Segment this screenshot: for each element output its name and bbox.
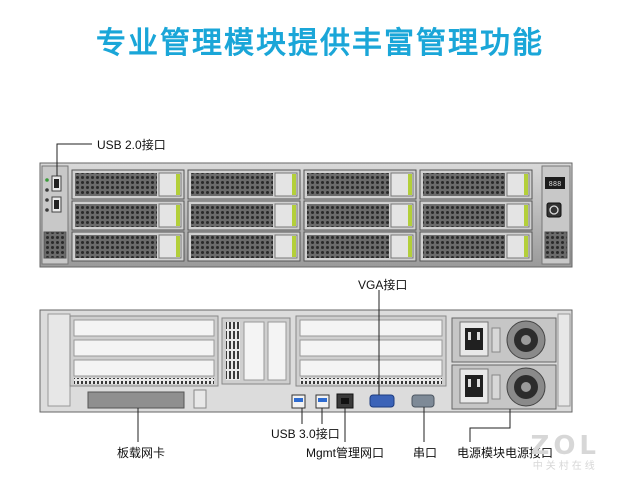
right-pcie-riser xyxy=(295,315,447,387)
drive-bay[interactable] xyxy=(187,231,301,262)
middle-pcie-riser xyxy=(221,317,291,385)
drive-bay[interactable] xyxy=(303,200,417,231)
mgmt-port-label: Mgmt管理网口 xyxy=(306,446,385,460)
watermark-logo: ZOL xyxy=(530,431,600,461)
zol-watermark: ZOL 中关村在线 xyxy=(530,431,600,472)
usb3-label: USB 3.0接口 xyxy=(271,427,340,441)
serial-port-label: 串口 xyxy=(413,446,438,460)
drive-bay[interactable] xyxy=(71,169,185,200)
drive-bay[interactable] xyxy=(419,200,533,231)
drive-bay[interactable] xyxy=(187,200,301,231)
watermark-sub: 中关村在线 xyxy=(532,461,598,472)
drive-bay[interactable] xyxy=(419,231,533,262)
callout-psu xyxy=(469,409,511,442)
vga-port xyxy=(369,394,395,408)
callout-lines xyxy=(56,143,511,442)
callout-usb2 xyxy=(56,143,92,176)
svg-text:888: 888 xyxy=(549,180,562,188)
serial-port xyxy=(411,394,435,408)
drive-bay[interactable] xyxy=(71,231,185,262)
power-supply-2 xyxy=(451,364,557,410)
drive-bay[interactable] xyxy=(303,231,417,262)
page-title: 专业管理模块提供丰富管理功能 xyxy=(96,26,544,61)
power-button xyxy=(546,202,562,218)
front-display xyxy=(545,177,565,189)
vga-label: VGA接口 xyxy=(358,278,408,292)
front-panel: 888 xyxy=(39,162,573,268)
drive-bay[interactable] xyxy=(419,169,533,200)
onboard-nic-label: 板载网卡 xyxy=(117,446,166,460)
drive-bay[interactable] xyxy=(71,200,185,231)
drive-bay[interactable] xyxy=(187,169,301,200)
drive-bay-grid xyxy=(71,169,533,262)
usb2-label: USB 2.0接口 xyxy=(97,138,166,152)
psu-label: 电源模块电源接口 xyxy=(457,446,554,460)
power-supply-1 xyxy=(451,317,557,363)
drive-bay[interactable] xyxy=(303,169,417,200)
rear-panel xyxy=(39,309,573,413)
left-pcie-riser xyxy=(69,315,219,387)
onboard-nic-port xyxy=(87,391,185,409)
